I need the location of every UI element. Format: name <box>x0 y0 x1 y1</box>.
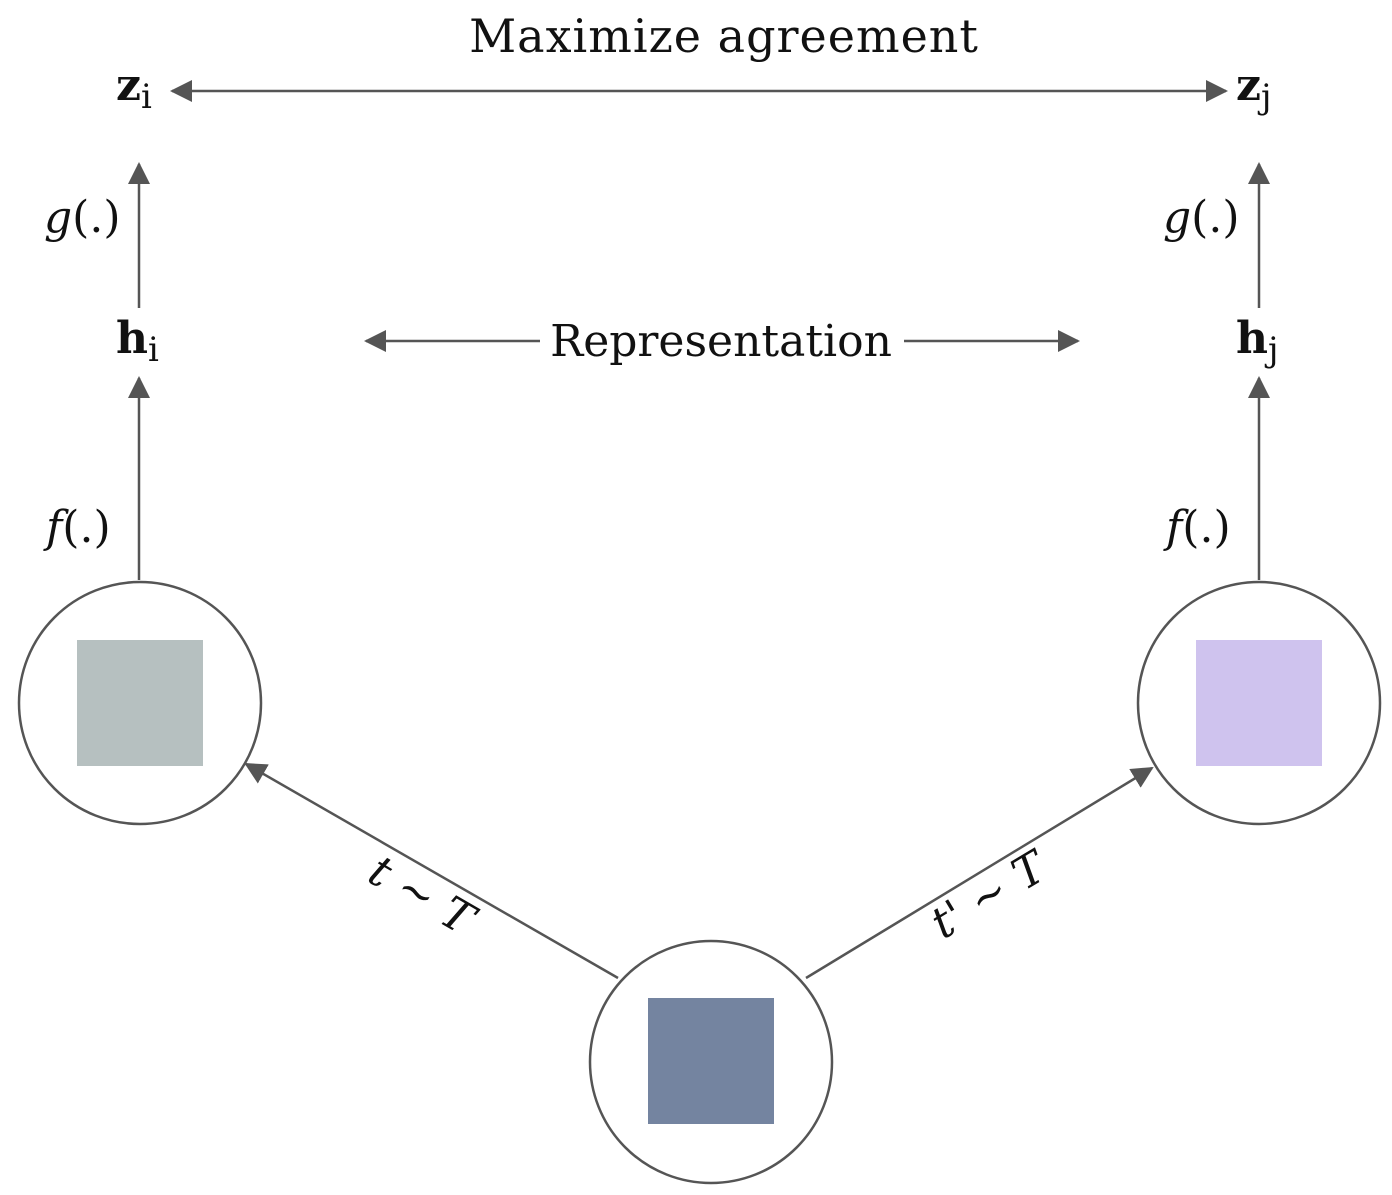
augment-left-label: t ~ T <box>360 845 486 947</box>
h-i-main: h <box>116 313 148 364</box>
representation-label: Representation <box>550 316 892 367</box>
right-g-label: g(.) <box>1163 192 1240 243</box>
z-i-main: z <box>116 60 141 111</box>
title-maximize-agreement: Maximize agreement <box>469 9 979 63</box>
z-j-label: zj <box>1236 60 1272 117</box>
z-j-sub: j <box>1257 77 1272 117</box>
z-i-label: zi <box>116 60 152 117</box>
left-g-label: g(.) <box>44 192 121 243</box>
augment-right-arrow <box>805 766 1154 980</box>
left-f-label: f(.) <box>43 502 111 553</box>
h-i-label: hi <box>116 313 159 370</box>
h-j-sub: j <box>1264 330 1279 370</box>
original-image <box>648 998 774 1124</box>
right-view-sky <box>1196 640 1322 766</box>
h-j-label: hj <box>1236 313 1279 370</box>
left-view-sky <box>77 640 203 766</box>
right-view-image <box>1196 640 1322 766</box>
left-view-image <box>77 640 203 766</box>
z-j-main: z <box>1236 60 1261 111</box>
z-i-sub: i <box>141 77 152 117</box>
augment-right-label: t' ~ T <box>922 840 1058 949</box>
h-i-sub: i <box>148 330 159 370</box>
right-f-label: f(.) <box>1163 502 1231 553</box>
augment-left-arrow <box>244 762 619 980</box>
h-j-main: h <box>1236 313 1268 364</box>
original-sky <box>648 998 774 1124</box>
